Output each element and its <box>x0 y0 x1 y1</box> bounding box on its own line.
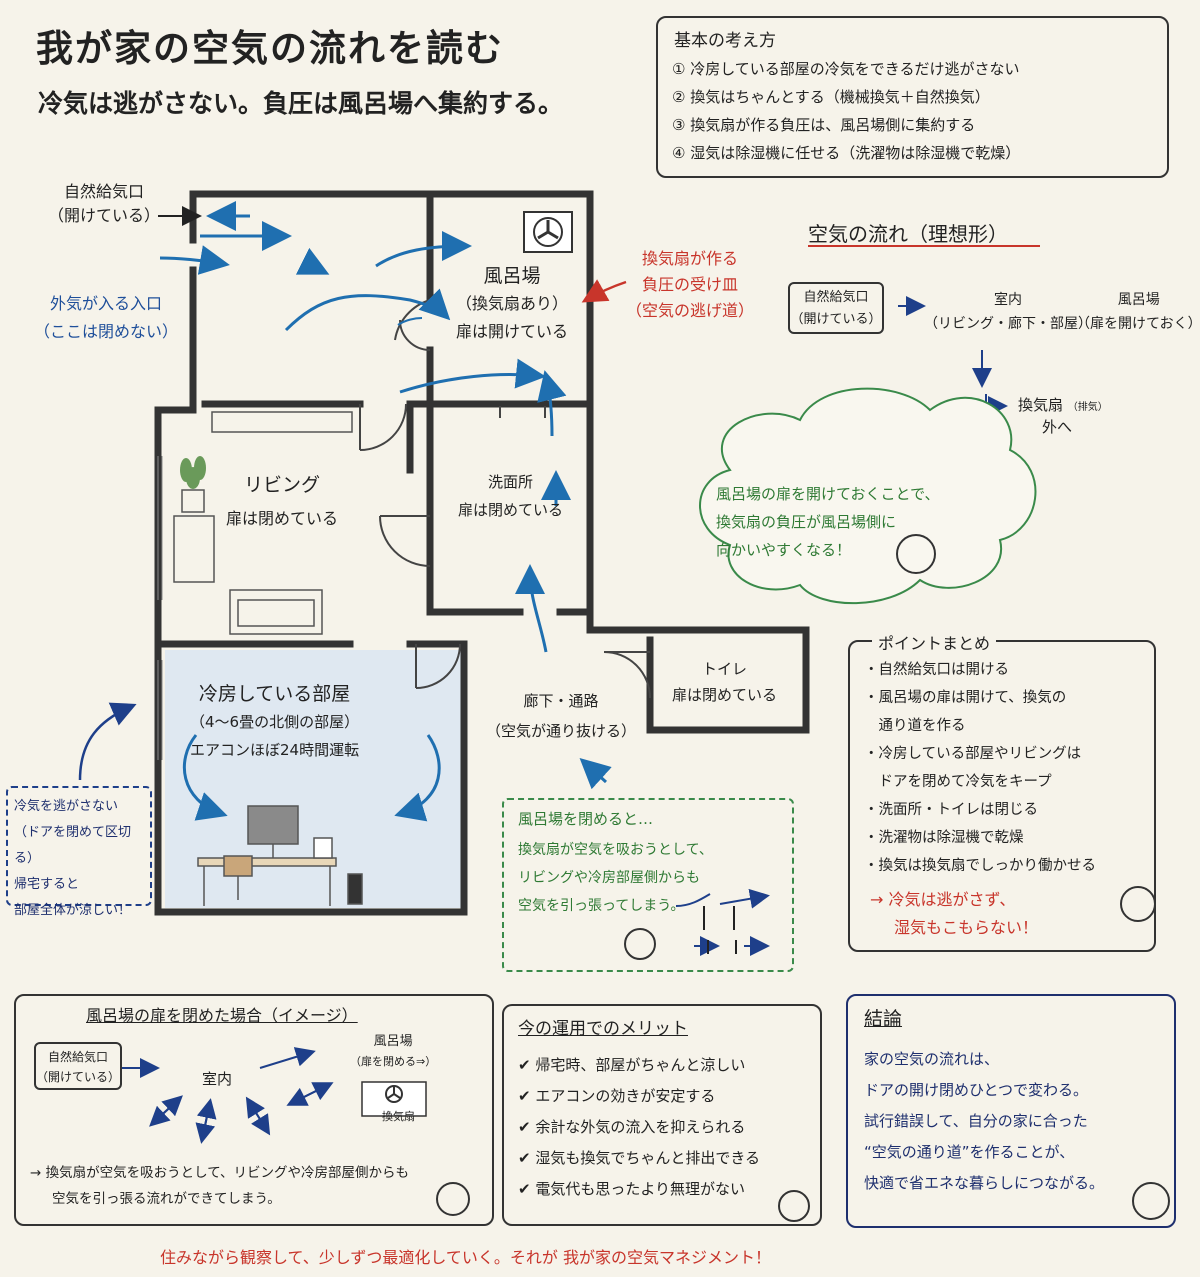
closed-note-text: 換気扇が空気を吸おうとして、リビングや冷房部屋側からも空気を引っ張ってしまう。 <box>518 842 713 914</box>
conclusion-text: 家の空気の流れは、ドアの開け閉めひとつで変わる。試行錯誤して、自分の家に合った“… <box>864 1050 1105 1192</box>
points-conclusion: → 冷気は逃がさず、湿気もこもらない！ <box>870 890 1039 937</box>
ideal-indoor: 室内（リビング・廊下・部屋） <box>924 292 1092 332</box>
closed-case-note: → 換気扇が空気を吸おうとして、リビングや冷房部屋側からも空気を引っ張る流れがで… <box>30 1165 410 1207</box>
sad-face-icon <box>624 928 656 960</box>
closed-case-box: 風呂場の扉を閉めた場合（イメージ） 自然給気口（開けている） 室内 風呂場（扉を… <box>14 994 494 1226</box>
principles-heading: 基本の考え方 <box>674 31 776 51</box>
page-subtitle: 冷気は逃がさない。負圧は風呂場へ集約する。 <box>38 89 564 118</box>
principle-item: ① 冷房している部屋の冷気をできるだけ逃がさない <box>672 60 1020 78</box>
sad-face-icon <box>436 1182 470 1216</box>
merits-heading: 今の運用でのメリット <box>518 1019 688 1039</box>
bathroom-label: 風呂場（換気扇あり）扉は開けている <box>456 265 569 341</box>
ideal-flow-heading: 空気の流れ（理想形） <box>808 222 1008 246</box>
principle-item: ④ 湿気は除湿機に任せる（洗濯物は除湿機で乾燥） <box>672 144 1021 162</box>
ideal-fan: 換気扇 （排気） <box>1018 396 1108 414</box>
cooled-room-label: 冷房している部屋（4〜6畳の北側の部屋）エアコンほぼ24時間運転 <box>190 683 360 759</box>
smile-face-icon <box>778 1190 810 1222</box>
principle-item: ③ 換気扇が作る負圧は、風呂場側に集約する <box>672 116 976 134</box>
closed-intake-box: 自然給気口（開けている） <box>34 1042 122 1090</box>
smile-face-icon <box>1132 1182 1170 1220</box>
ideal-outside: 外へ <box>1042 418 1073 436</box>
conclusion-box: 結論 家の空気の流れは、ドアの開け閉めひとつで変わる。試行錯誤して、自分の家に合… <box>846 994 1176 1228</box>
intake-label: 自然給気口（開けている） <box>48 182 161 225</box>
living-label: リビング扉は閉めている <box>226 474 339 528</box>
cloud-note: 風呂場の扉を開けておくことで、換気扇の負圧が風呂場側に向かいやすくなる！ <box>716 485 940 559</box>
principle-item: ② 換気はちゃんとする（機械換気＋自然換気） <box>672 88 990 106</box>
closed-indoor: 室内 <box>202 1070 233 1088</box>
plant-icon <box>180 456 206 489</box>
washroom-label: 洗面所扉は閉めている <box>458 473 564 519</box>
ideal-intake-box: 自然給気口（開けている） <box>788 282 884 334</box>
merits-box: 今の運用でのメリット ✔ 帰宅時、部屋がちゃんと涼しい✔ エアコンの効きが安定す… <box>502 1004 822 1226</box>
page-title: 我が家の空気の流れを読む <box>36 27 504 70</box>
ideal-bath: 風呂場（扉を開けておく） <box>1076 292 1200 332</box>
points-list: ・自然給気口は開ける・風呂場の扉は開けて、換気の 通り道を作る・冷房している部屋… <box>864 662 1096 874</box>
smile-face-icon <box>896 534 936 574</box>
smile-face-icon <box>1120 886 1156 922</box>
desk-icon <box>197 805 363 906</box>
hallway-label: 廊下・通路（空気が通り抜ける） <box>486 692 637 740</box>
entry-note: 外気が入る入口（ここは閉めない） <box>34 294 179 341</box>
footer-message: 住みながら観察して、少しずつ最適化していく。それが 我が家の空気マネジメント！ <box>160 1248 772 1267</box>
principles-box: 基本の考え方 ① 冷房している部屋の冷気をできるだけ逃がさない ② 換気はちゃん… <box>656 16 1169 178</box>
closed-case-heading: 風呂場の扉を閉めた場合（イメージ） <box>86 1006 358 1025</box>
merits-list: ✔ 帰宅時、部屋がちゃんと涼しい✔ エアコンの効きが安定する✔ 余計な外気の流入… <box>518 1056 761 1198</box>
points-heading: ポイントまとめ <box>872 630 997 654</box>
points-box: ポイントまとめ ・自然給気口は開ける・風呂場の扉は開けて、換気の 通り道を作る・… <box>848 630 1156 952</box>
closed-bath: 風呂場（扉を閉める⇒） <box>350 1034 437 1068</box>
toilet-label: トイレ扉は閉めている <box>672 660 778 704</box>
fan-note: 換気扇が作る負圧の受け皿（空気の逃げ道） <box>626 249 755 320</box>
closed-note-box: 風呂場を閉めると… 換気扇が空気を吸おうとして、リビングや冷房部屋側からも空気を… <box>502 798 794 972</box>
closed-fan-label: 換気扇 <box>382 1110 415 1123</box>
keep-cool-note: 冷気を逃がさない（ドアを閉めて区切る）帰宅すると部屋全体が涼しい！ <box>6 786 152 918</box>
closed-fan-icon <box>385 1085 403 1103</box>
cloud-bubble <box>699 387 1037 605</box>
closed-note-heading: 風呂場を閉めると… <box>518 810 654 828</box>
conclusion-heading: 結論 <box>864 1008 903 1030</box>
